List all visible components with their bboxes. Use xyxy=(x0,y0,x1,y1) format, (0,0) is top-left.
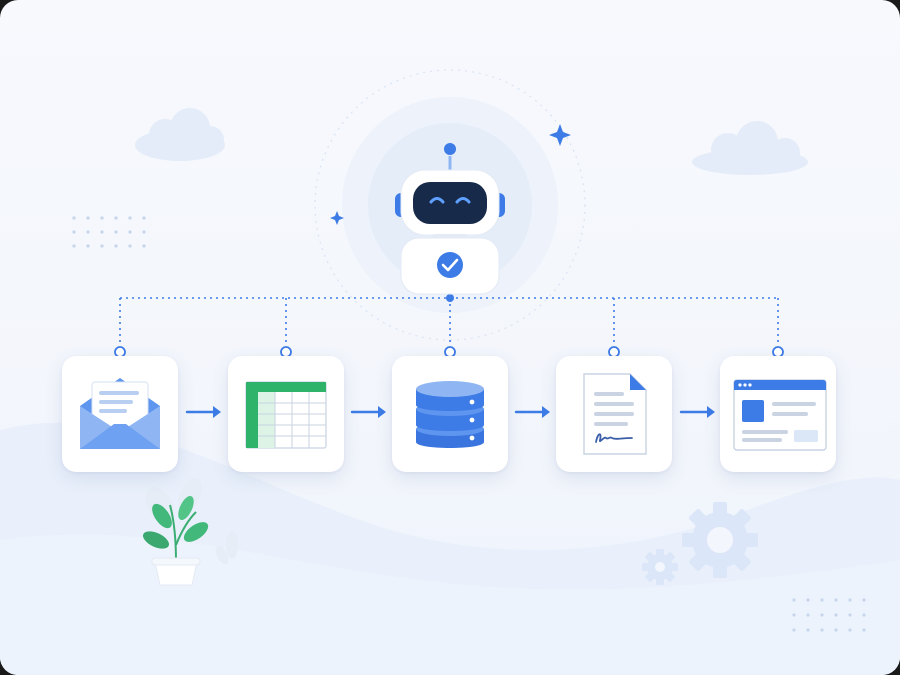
signature-icon xyxy=(595,433,633,443)
database-icon xyxy=(416,381,484,448)
spreadsheet-icon xyxy=(245,381,327,449)
connector-hub-dot xyxy=(446,294,454,302)
sparkle-icon xyxy=(330,211,344,225)
workflow-step-database xyxy=(392,356,508,472)
signed-document-icon xyxy=(583,373,647,455)
workflow-step-document xyxy=(556,356,672,472)
hill-front xyxy=(0,534,900,675)
checkmark-icon xyxy=(437,252,463,278)
workflow-step-email xyxy=(62,356,178,472)
dot-grid-left xyxy=(72,216,146,248)
gear-icon xyxy=(642,549,678,585)
envelope-icon xyxy=(80,378,160,449)
cloud-icon xyxy=(692,121,808,175)
sparkle-icon xyxy=(549,124,571,146)
gear-icon xyxy=(682,502,758,578)
flow-arrows xyxy=(185,406,715,418)
robot-icon xyxy=(395,143,505,295)
web-dashboard-icon xyxy=(733,379,827,451)
plant-icon xyxy=(142,478,238,586)
dot-grid-right xyxy=(792,598,866,632)
workflow-step-dashboard xyxy=(720,356,836,472)
workflow-step-spreadsheet xyxy=(228,356,344,472)
cloud-icon xyxy=(135,108,225,161)
